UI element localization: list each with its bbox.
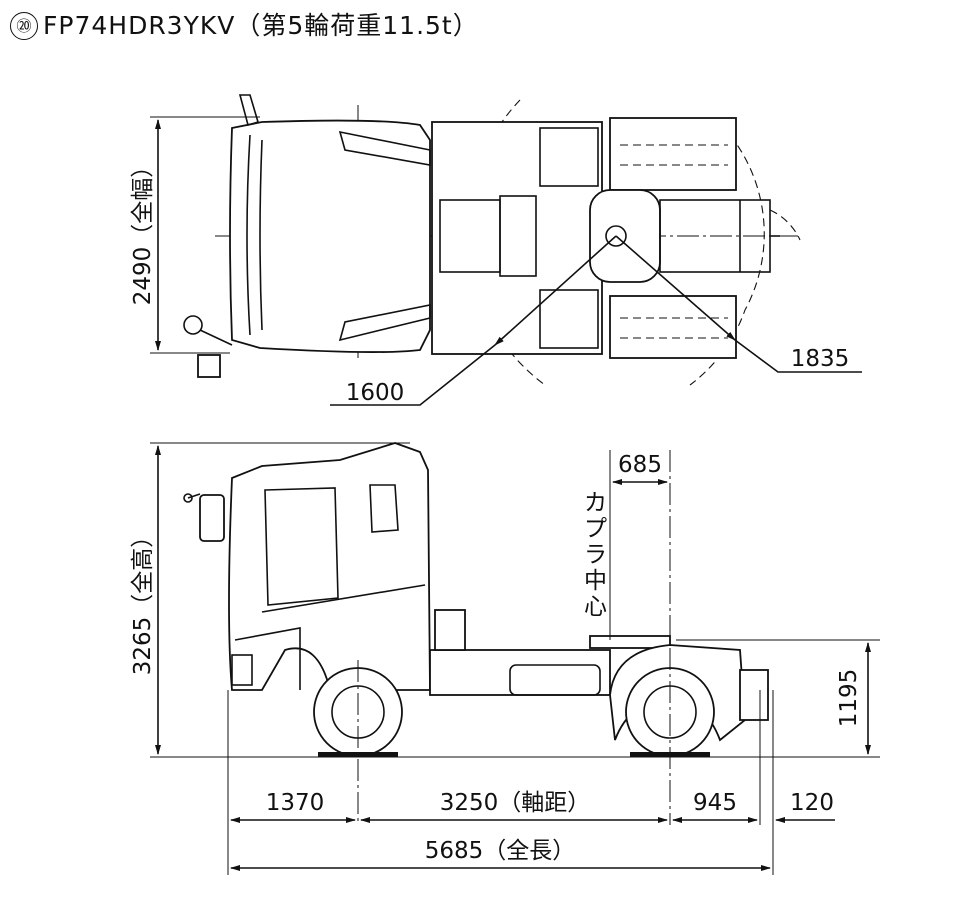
front-radius-arrow — [494, 235, 617, 346]
side-view: 3265（全高） 685 カプラ中心 — [130, 442, 880, 875]
mirror-knob — [183, 493, 193, 503]
side-mirror — [199, 494, 225, 542]
width-label: 2490（全幅） — [130, 155, 156, 306]
roof-visor-bottom — [338, 304, 431, 342]
coupler-offset: 685 — [618, 452, 662, 478]
headlamp — [231, 654, 253, 686]
cab-beltline — [261, 584, 426, 613]
coupler-center-label: カプラ中心 — [584, 490, 607, 620]
model-title-text: FP74HDR3YKV（第5輪荷重11.5t） — [43, 11, 479, 40]
coupler-center-label-char: 中 — [584, 568, 607, 594]
battery-box — [539, 127, 599, 187]
mirror-arm — [199, 329, 233, 346]
windshield-top — [246, 134, 251, 336]
rear-wheel-bottom — [609, 295, 737, 359]
model-number-badge: ⑳ — [10, 12, 38, 40]
rear-extra: 120 — [790, 790, 834, 816]
rear-to-coupler: 945 — [693, 790, 737, 816]
cab-side — [228, 442, 431, 691]
overall-length: 5685（全長） — [425, 838, 576, 864]
tank-block-2 — [499, 195, 537, 277]
rear-radius-leader — [734, 339, 862, 373]
cab-top — [229, 119, 431, 353]
coupler-height: 1195 — [836, 669, 862, 728]
front-overhang: 1370 — [266, 790, 325, 816]
rear-small-arc — [769, 209, 801, 241]
coupler-center-label-text: カプラ中心 — [584, 490, 607, 620]
rear-wheel-top — [609, 117, 737, 191]
top-view: 2490（全幅） — [130, 94, 862, 406]
coupler-center-label-char: プ — [584, 516, 607, 542]
front-radius-leader — [330, 344, 496, 406]
bumper-line — [234, 627, 301, 690]
cab-roof-line — [259, 139, 263, 331]
coupler-plate-top — [589, 189, 661, 283]
chassis-frame-top — [431, 121, 603, 355]
cab-rear-window — [369, 484, 399, 533]
fuel-tank-side — [509, 664, 601, 696]
wheelbase: 3250（軸距） — [440, 790, 591, 816]
mirror-bottom-round — [183, 315, 203, 335]
mirror-top — [238, 94, 259, 127]
fuel-box — [539, 289, 599, 349]
side-mirror-arm — [187, 493, 201, 499]
roof-visor-top — [338, 130, 431, 166]
mirror-bottom-box — [197, 354, 221, 378]
rear-radius-arrow — [615, 235, 736, 341]
turning-radius-rear: 1835 — [791, 346, 850, 372]
height-label: 3265（全高） — [130, 525, 156, 676]
coupler-center-label-char: 心 — [584, 594, 607, 620]
turning-radius-front: 1600 — [346, 380, 405, 406]
chassis-side — [429, 649, 611, 696]
rear-bumper-side — [739, 669, 769, 721]
kingpin-top — [605, 225, 627, 247]
coupler-center-label-char: カ — [584, 490, 607, 516]
coupler-center-label-char: ラ — [584, 542, 607, 568]
air-intake-box — [434, 609, 466, 651]
cab-door-window — [264, 487, 339, 606]
